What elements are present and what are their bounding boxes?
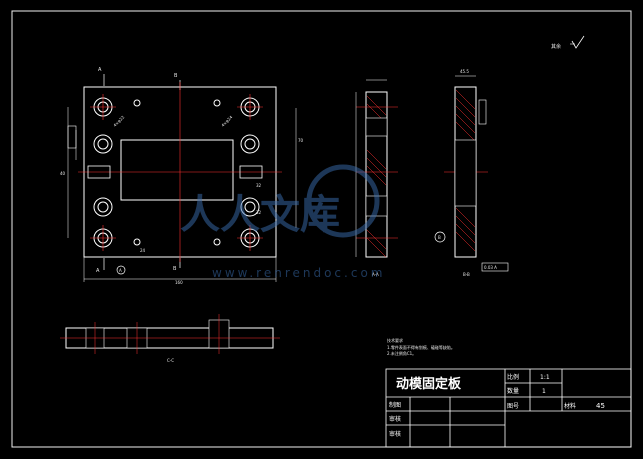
tolerance-box: 0.03 A xyxy=(484,265,497,270)
section-mark-a-bottom: A xyxy=(96,268,100,274)
watermark-url: www.renrendoc.com xyxy=(212,266,385,280)
section-aa-label: A-A xyxy=(372,272,379,277)
dim-right-32a: 32 xyxy=(256,183,262,188)
watermark: 人人文库 www.renrendoc.com xyxy=(180,164,385,280)
section-cc: C-C xyxy=(60,314,280,363)
notes-line1: 1.零件表面不得有划痕、磕碰等缺陷。 xyxy=(387,344,455,350)
plan-view: A A B B 160 xyxy=(60,67,304,285)
section-mark-b-top: B xyxy=(174,73,178,79)
approved-label: 审核 xyxy=(389,430,401,438)
datum-b-circle: B xyxy=(438,235,441,240)
section-cc-label: C-C xyxy=(167,358,174,363)
scale-label: 比例 xyxy=(507,373,519,381)
dim-hole-right: 4×φ24 xyxy=(220,114,233,127)
checked-label: 审核 xyxy=(389,415,401,423)
center-pocket xyxy=(120,139,234,201)
notes-line2: 2.未注倒角C1。 xyxy=(387,350,416,356)
dim-right-32b: 32 xyxy=(256,210,262,215)
dim-side-top: 45.5 xyxy=(460,69,469,74)
section-mark-b-bottom: B xyxy=(173,266,177,272)
dim-hole-left: 4×φ22 xyxy=(112,114,125,127)
roughness-label: 其余 xyxy=(551,43,561,50)
dim-right-70: 70 xyxy=(298,138,304,143)
title-block xyxy=(385,368,632,448)
material-value: 45 xyxy=(596,402,605,410)
section-bb-label: B-B xyxy=(463,272,470,277)
material-label: 材料 xyxy=(564,402,576,410)
notes-title: 技术要求 xyxy=(387,337,403,343)
section-mark-a-top: A xyxy=(98,67,102,73)
technical-notes: 技术要求 1.零件表面不得有划痕、磕碰等缺陷。 2.未注倒角C1。 xyxy=(387,337,455,356)
quantity-value: 1 xyxy=(542,388,546,395)
part-name: 动模固定板 xyxy=(396,376,462,392)
datum-a-circle: A xyxy=(119,268,122,273)
scale-value: 1:1 xyxy=(540,374,550,381)
watermark-brand: 人人文库 xyxy=(180,192,340,238)
dim-plan-width: 160 xyxy=(175,280,183,285)
section-aa: A-A xyxy=(355,79,398,277)
drawing-no-label: 图号 xyxy=(507,403,519,410)
drawing-border xyxy=(11,10,632,448)
drawn-label: 制图 xyxy=(389,401,401,409)
quantity-label: 数量 xyxy=(507,387,519,395)
section-bb: 45.5 B B-B 0.03 A xyxy=(434,69,509,277)
dim-bottom-24: 24 xyxy=(140,248,146,253)
dim-left-40: 40 xyxy=(60,171,66,176)
roughness-symbol: 其余 xyxy=(551,35,585,50)
